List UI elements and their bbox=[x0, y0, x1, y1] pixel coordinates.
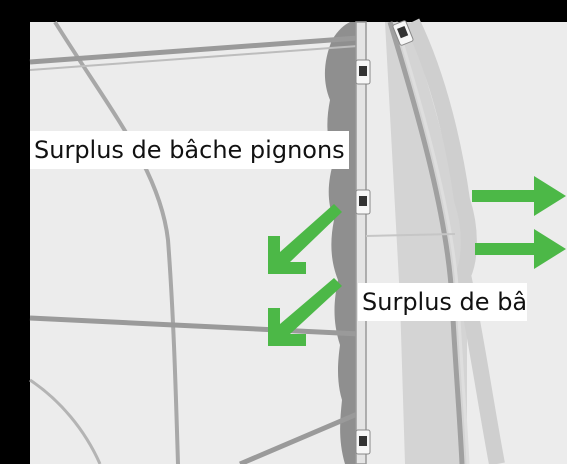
tarp-clip-icon bbox=[355, 189, 371, 215]
tarp-clip-icon bbox=[355, 429, 371, 455]
tarp-seam bbox=[365, 233, 456, 237]
tarp-clip-icon bbox=[355, 59, 371, 85]
arrow-down-left-icon bbox=[268, 204, 342, 274]
side-surplus-label: Surplus de bâ bbox=[358, 283, 528, 321]
purlin-top bbox=[29, 35, 359, 65]
tarp-clip-icon bbox=[392, 20, 414, 46]
arrow-down-left-icon bbox=[268, 278, 342, 346]
purlin-top-shadow bbox=[29, 45, 359, 71]
gable-surplus-label: Surplus de bâche pignons bbox=[30, 131, 349, 169]
arch-tube-left bbox=[53, 20, 180, 464]
purlin-middle bbox=[29, 315, 361, 337]
arrow-right-icon bbox=[475, 229, 566, 269]
arch-tube-far-left bbox=[29, 378, 102, 464]
side-tarp-edge bbox=[404, 18, 505, 464]
purlin-bottom bbox=[239, 409, 363, 464]
arrow-right-icon bbox=[472, 176, 566, 216]
gable-post bbox=[355, 21, 367, 464]
